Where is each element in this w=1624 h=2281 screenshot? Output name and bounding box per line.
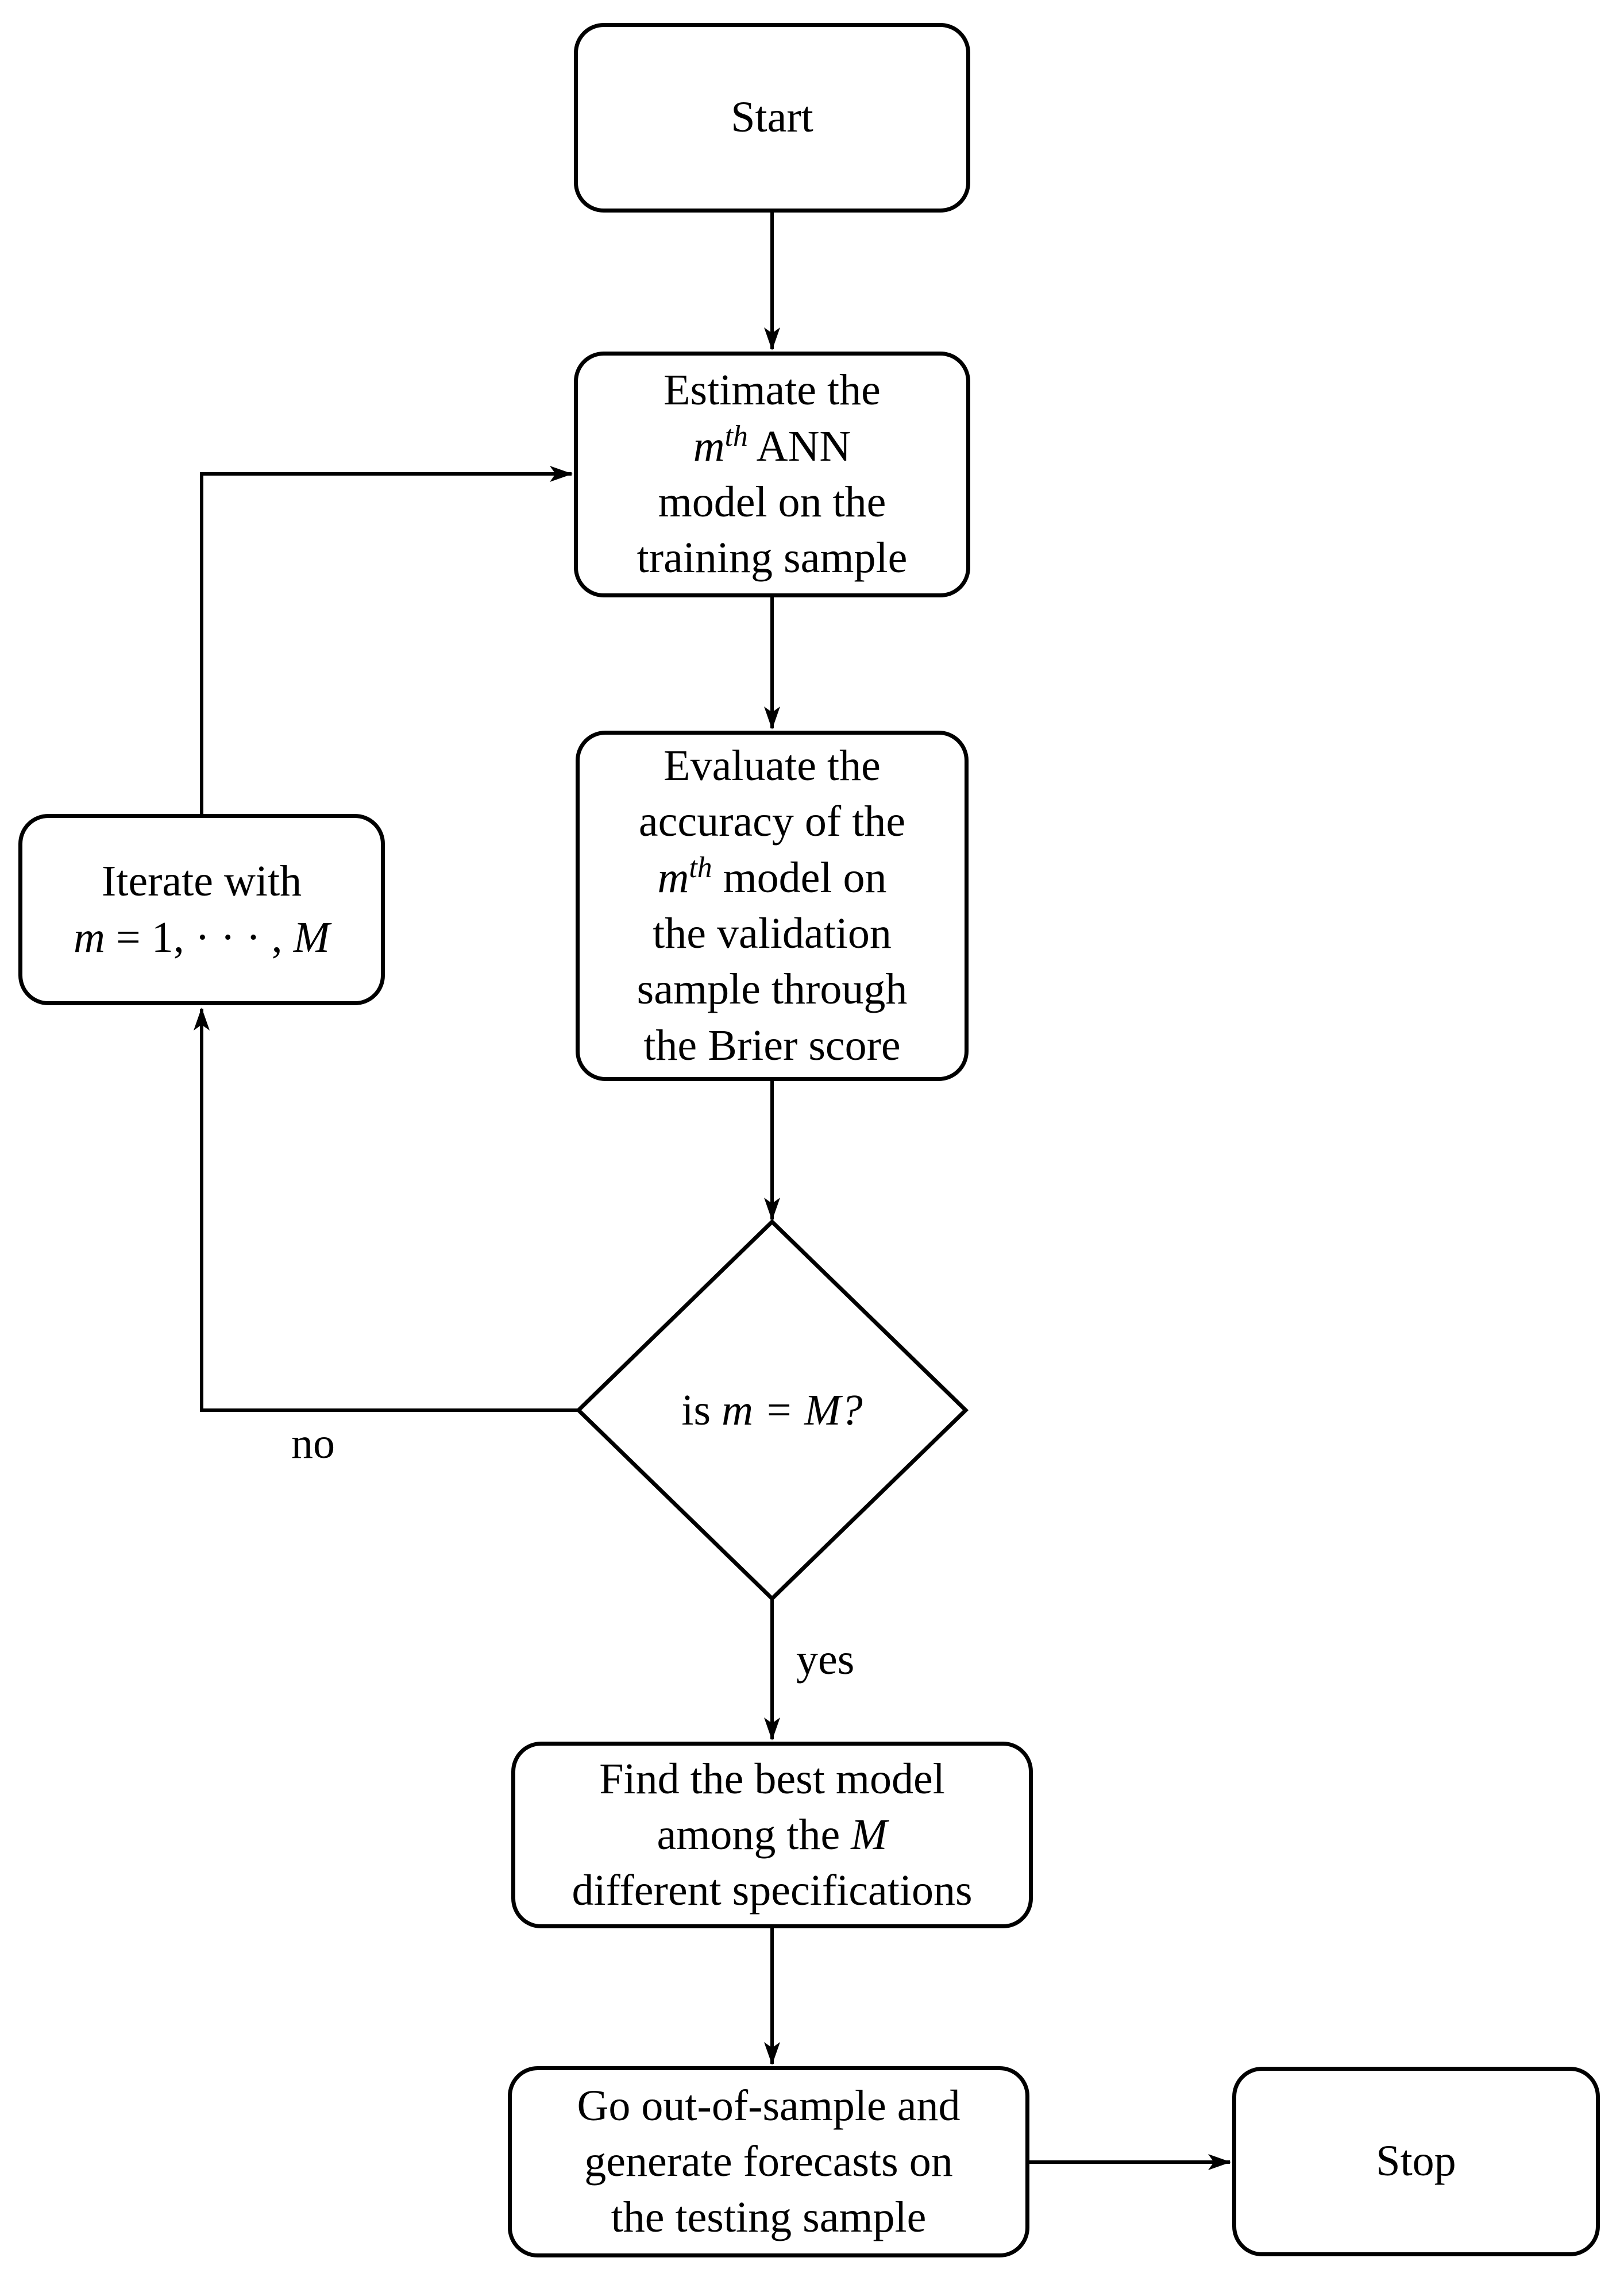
decision-label: is m = M? [600,1373,944,1448]
evaluate-line-3-rest: model on [723,853,887,902]
evaluate-node: Evaluate the accuracy of the mth model o… [576,731,969,1081]
go-line-1: Go out-of-sample and [577,2081,960,2130]
decision-diamond [575,1219,969,1601]
start-node: Start [574,23,970,213]
decision-math: m = M? [722,1385,863,1434]
estimate-line-4: training sample [637,534,908,582]
start-label: Start [731,93,813,142]
math-sup-th: th [689,851,712,884]
iterate-node: Iterate with m = 1, · · · , M [18,814,385,1005]
yes-label: yes [796,1635,855,1684]
go-line-3: the testing sample [611,2193,927,2242]
evaluate-line-2: accuracy of the [638,797,906,846]
iterate-line-1: Iterate with [101,857,302,906]
estimate-node: Estimate the mth ANN model on the traini… [574,352,970,597]
find-line-1: Find the best model [599,1754,945,1803]
no-label: no [291,1419,335,1468]
math-var-m: m [693,422,725,470]
math-var-m: m [657,853,689,902]
evaluate-line-5: sample through [637,965,908,1014]
edge-iterate-estimate [200,466,573,814]
math-var-m: m [74,913,105,962]
stop-label: Stop [1376,2137,1456,2186]
find-line-3: different specifications [572,1866,973,1915]
iterate-line-2-mid: = 1, · · · , [105,913,294,962]
math-var-M: M [851,1810,888,1859]
math-var-M: M [293,913,330,962]
evaluate-line-6: the Brier score [643,1021,901,1070]
find-best-model-node: Find the best model among the M differen… [511,1742,1033,1928]
go-line-2: generate forecasts on [584,2137,953,2186]
edge-decision-iterate-no [194,1008,578,1412]
stop-node: Stop [1232,2067,1600,2256]
math-sup-th: th [724,419,748,453]
estimate-line-1: Estimate the [664,366,881,415]
evaluate-line-3: mth model on [657,850,886,906]
decision-prefix: is [681,1385,711,1434]
estimate-line-2: mth ANN [693,419,851,474]
iterate-line-2: m = 1, · · · , M [74,910,330,966]
go-out-of-sample-node: Go out-of-sample and generate forecasts … [508,2066,1029,2257]
evaluate-line-4: the validation [653,909,892,958]
estimate-line-3: model on the [658,478,886,526]
find-line-2: among the M [657,1807,887,1863]
estimate-line-2-rest: ANN [756,422,851,470]
find-line-2-prefix: among the [657,1810,840,1859]
evaluate-line-1: Evaluate the [664,742,881,790]
